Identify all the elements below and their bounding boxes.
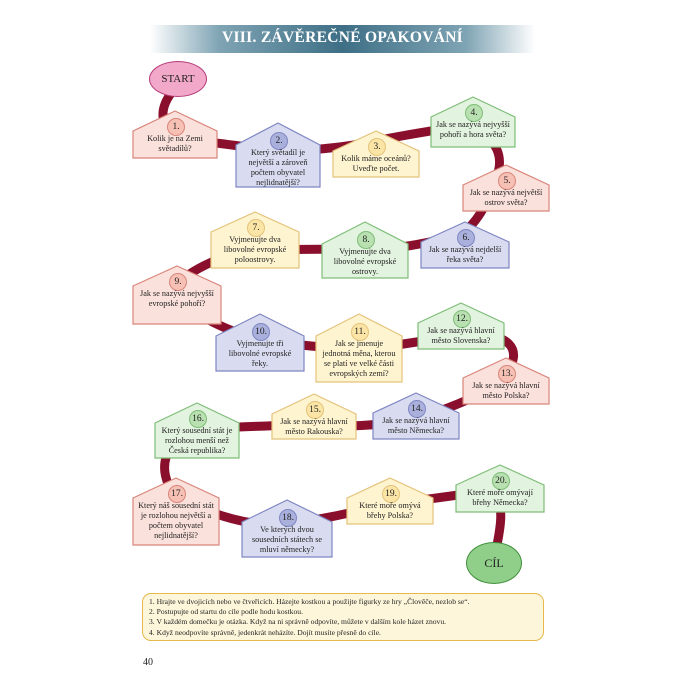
field-number: 20. bbox=[492, 472, 510, 490]
field-question: Ve kterých dvou sousedních státech se ml… bbox=[251, 525, 323, 554]
house-shape bbox=[430, 96, 516, 148]
field-1: 1.Kolik je na Zemi světadílů? bbox=[132, 110, 218, 159]
rule-2: 2. Postupujte od startu do cíle podle ho… bbox=[149, 607, 303, 617]
field-number: 4. bbox=[465, 104, 483, 122]
finish-label: CÍL bbox=[484, 556, 504, 570]
rule-4: 4. Když neodpovíte správně, jedenkrát ne… bbox=[149, 627, 381, 637]
finish-field: CÍL bbox=[466, 542, 522, 584]
field-question: Vyjmenujte dva libovolné evropské ostrov… bbox=[333, 247, 397, 276]
house-shape bbox=[210, 211, 300, 269]
house-shape bbox=[315, 313, 403, 383]
field-question: Jak se nazývá hlavní město Německa? bbox=[382, 416, 450, 435]
field-number: 6. bbox=[457, 229, 475, 247]
field-14: 14.Jak se nazývá hlavní město Německa? bbox=[372, 392, 460, 440]
field-question: Jak se nazývá hlavní město Polska? bbox=[472, 381, 540, 400]
field-18: 18.Ve kterých dvou sousedních státech se… bbox=[241, 499, 333, 558]
field-11: 11.Jak se jmenuje jednotná měna, kterou … bbox=[315, 313, 403, 383]
field-number: 18. bbox=[279, 509, 297, 527]
field-number: 14. bbox=[408, 400, 426, 418]
field-number: 9. bbox=[169, 273, 187, 291]
field-3: 3.Kolik máme oceánů? Uveďte počet. bbox=[332, 130, 420, 178]
house-shape bbox=[235, 122, 321, 188]
field-12: 12.Jak se nazývá hlavní město Slovenska? bbox=[417, 302, 505, 350]
field-question: Které moře omývají břehy Německa? bbox=[467, 488, 533, 507]
field-19: 19.Které moře omývá břehy Polska? bbox=[346, 477, 434, 525]
house-shape bbox=[215, 313, 305, 372]
page-title: VIII. ZÁVĚREČNÉ OPAKOVÁNÍ bbox=[221, 29, 464, 46]
start-label: START bbox=[161, 73, 195, 85]
field-question: Jak se nazývá největší ostrov světa? bbox=[469, 188, 543, 207]
field-number: 17. bbox=[168, 485, 186, 503]
field-13: 13.Jak se nazývá hlavní město Polska? bbox=[462, 357, 550, 405]
field-number: 19. bbox=[382, 485, 400, 503]
field-question: Jak se jmenuje jednotná měna, kterou se … bbox=[322, 339, 396, 378]
start-field: START bbox=[149, 61, 207, 97]
field-16: 16.Který sousední stát je rozlohou menší… bbox=[154, 402, 240, 459]
field-question: Který náš sousední stát je rozlohou nejv… bbox=[138, 501, 214, 540]
rule-1: 1. Hrajte ve dvojicích nebo ve čtveřicíc… bbox=[149, 597, 470, 606]
house-shape bbox=[132, 265, 222, 325]
field-number: 12. bbox=[453, 310, 471, 328]
field-question: Které moře omývá břehy Polska? bbox=[359, 501, 421, 520]
field-question: Kolik máme oceánů? Uveďte počet. bbox=[341, 154, 411, 173]
field-question: Který světadíl je největší a zároveň poč… bbox=[248, 148, 308, 187]
field-10: 10.Vyjmenujte tři libovolné evropské řek… bbox=[215, 313, 305, 372]
field-question: Vyjmenujte tři libovolné evropské řeky. bbox=[228, 339, 292, 368]
field-20: 20.Které moře omývají břehy Německa? bbox=[455, 464, 545, 513]
field-number: 3. bbox=[368, 138, 386, 156]
field-question: Jak se nazývá nejvyšší evropské pohoří? bbox=[140, 289, 214, 308]
field-5: 5.Jak se nazývá největší ostrov světa? bbox=[462, 164, 550, 212]
rule-3: 3. V každém domečku je otázka. Když na n… bbox=[149, 617, 447, 627]
house-shape bbox=[321, 221, 409, 279]
field-number: 2. bbox=[270, 132, 288, 150]
rules-box: 1. Hrajte ve dvojicích nebo ve čtveřicíc… bbox=[142, 593, 544, 641]
field-6: 6.Jak se nazývá nejdelší řeka světa? bbox=[420, 221, 510, 269]
house-shape bbox=[132, 477, 220, 546]
house-shape bbox=[154, 402, 240, 459]
field-number: 11. bbox=[351, 323, 369, 341]
field-17: 17.Který náš sousední stát je rozlohou n… bbox=[132, 477, 220, 546]
house-shape bbox=[241, 499, 333, 558]
field-question: Kolik je na Zemi světadílů? bbox=[147, 134, 203, 153]
field-15: 15.Jak se nazývá hlavní město Rakouska? bbox=[271, 393, 357, 440]
field-question: Jak se nazývá nejdelší řeka světa? bbox=[428, 245, 502, 264]
field-number: 1. bbox=[167, 118, 185, 136]
field-question: Vyjmenujte dva libovolné evropské poloos… bbox=[223, 235, 287, 264]
field-number: 15. bbox=[306, 401, 324, 419]
field-9: 9.Jak se nazývá nejvyšší evropské pohoří… bbox=[132, 265, 222, 325]
field-8: 8.Vyjmenujte dva libovolné evropské ostr… bbox=[321, 221, 409, 279]
field-question: Jak se nazývá hlavní město Rakouska? bbox=[280, 417, 348, 436]
field-number: 16. bbox=[189, 410, 207, 428]
field-number: 10. bbox=[252, 323, 270, 341]
field-number: 8. bbox=[357, 231, 375, 249]
field-7: 7.Vyjmenujte dva libovolné evropské polo… bbox=[210, 211, 300, 269]
field-question: Jak se nazývá nejvyšší pohoří a hora svě… bbox=[436, 120, 510, 139]
field-4: 4.Jak se nazývá nejvyšší pohoří a hora s… bbox=[430, 96, 516, 148]
field-question: Který sousední stát je rozlohou menší ne… bbox=[161, 426, 233, 455]
page-number: 40 bbox=[143, 657, 153, 668]
field-number: 7. bbox=[247, 219, 265, 237]
title-banner: VIII. ZÁVĚREČNÉ OPAKOVÁNÍ bbox=[150, 25, 535, 53]
field-question: Jak se nazývá hlavní město Slovenska? bbox=[427, 326, 495, 345]
field-number: 13. bbox=[498, 365, 516, 383]
field-number: 5. bbox=[498, 172, 516, 190]
field-2: 2.Který světadíl je největší a zároveň p… bbox=[235, 122, 321, 188]
